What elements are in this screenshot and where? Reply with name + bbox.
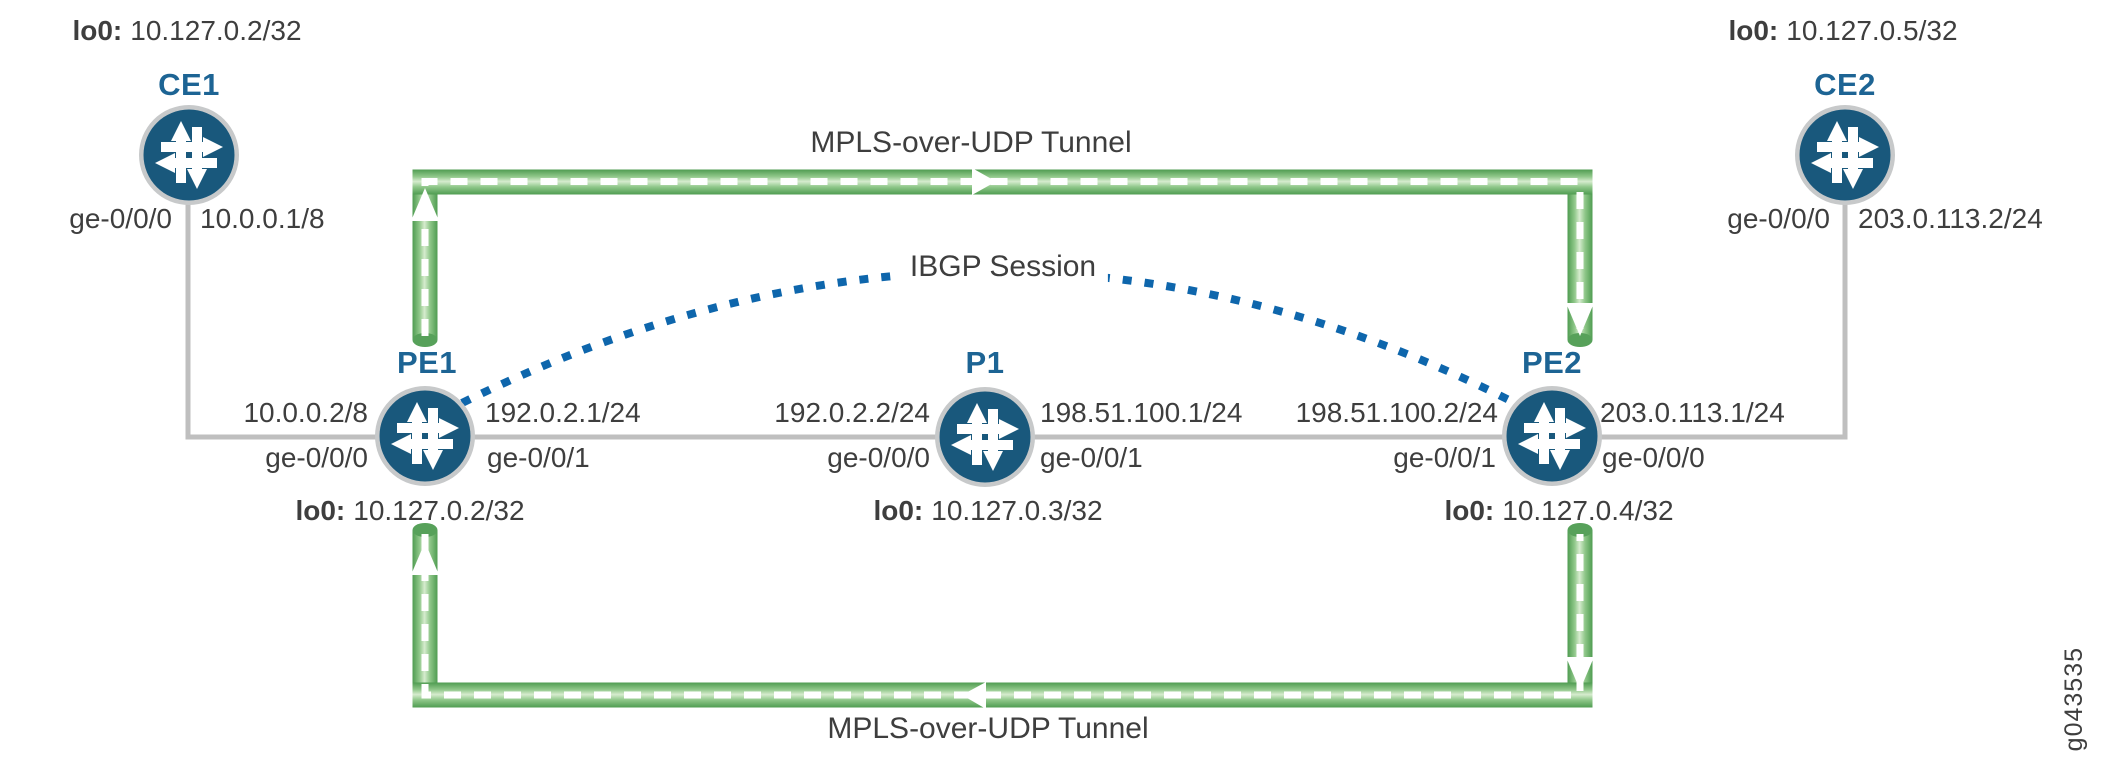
pe2-name: PE2 <box>1521 345 1583 380</box>
tunnel-bottom-dash <box>421 534 1584 699</box>
pe2-left-interface: ge-0/0/1 <box>1393 442 1496 473</box>
tunnel-bottom-arrow-down <box>1566 657 1594 690</box>
ce2-lo0: lo0:10.127.0.5/32 <box>1728 15 1958 46</box>
ce1-interface-ip: 10.0.0.1/8 <box>200 203 325 234</box>
router-icon-pe1 <box>375 386 475 486</box>
ce2-name: CE2 <box>1814 67 1876 102</box>
tunnel-bottom-label: MPLS-over-UDP Tunnel <box>827 712 1149 745</box>
router-icon-pe2 <box>1502 386 1602 486</box>
ibgp-session-label: IBGP Session <box>897 250 1109 283</box>
tunnel-top-dash <box>421 178 1584 336</box>
pe1-right-interface: ge-0/0/1 <box>487 442 590 473</box>
tunnel-top-arrow-right <box>972 168 996 195</box>
tunnel-bottom-arrow-up <box>411 542 439 575</box>
router-icon-ce2 <box>1795 105 1895 205</box>
mpls-tunnel-top <box>411 168 1594 347</box>
router-icon-ce1 <box>139 105 239 205</box>
router-icon-p1 <box>935 387 1035 487</box>
figure-id: g043535 <box>2060 646 2088 751</box>
mpls-tunnel-bottom <box>411 523 1594 709</box>
tunnel-top-label: MPLS-over-UDP Tunnel <box>810 126 1132 159</box>
ce2-interface-ip: 203.0.113.2/24 <box>1858 203 2043 234</box>
tunnel-top-arrow-down <box>1566 303 1594 336</box>
pe2-lo0: lo0:10.127.0.4/32 <box>1444 495 1674 526</box>
p1-lo0: lo0:10.127.0.3/32 <box>873 495 1103 526</box>
ce1-interface: ge-0/0/0 <box>69 203 172 234</box>
pe2-right-ip: 203.0.113.1/24 <box>1600 397 1785 428</box>
p1-right-ip: 198.51.100.1/24 <box>1040 397 1243 428</box>
p1-right-interface: ge-0/0/1 <box>1040 442 1143 473</box>
pe2-left-ip: 198.51.100.2/24 <box>1295 397 1498 428</box>
p1-left-ip: 192.0.2.2/24 <box>774 397 930 428</box>
pe1-right-ip: 192.0.2.1/24 <box>485 397 641 428</box>
ce1-name: CE1 <box>158 67 220 102</box>
pe1-lo0: lo0:10.127.0.2/32 <box>295 495 525 526</box>
tunnel-top-arrow-up <box>411 188 439 221</box>
tunnel-bottom-arrow-left <box>962 682 986 709</box>
pe1-left-ip: 10.0.0.2/8 <box>243 397 368 428</box>
pe1-name: PE1 <box>396 345 458 380</box>
ce2-interface: ge-0/0/0 <box>1727 203 1830 234</box>
p1-name: P1 <box>965 345 1005 380</box>
pe1-left-interface: ge-0/0/0 <box>265 442 368 473</box>
ce1-lo0: lo0:10.127.0.2/32 <box>72 15 302 46</box>
ibgp-session-line <box>460 267 1517 407</box>
pe2-right-interface: ge-0/0/0 <box>1602 442 1705 473</box>
p1-left-interface: ge-0/0/0 <box>827 442 930 473</box>
